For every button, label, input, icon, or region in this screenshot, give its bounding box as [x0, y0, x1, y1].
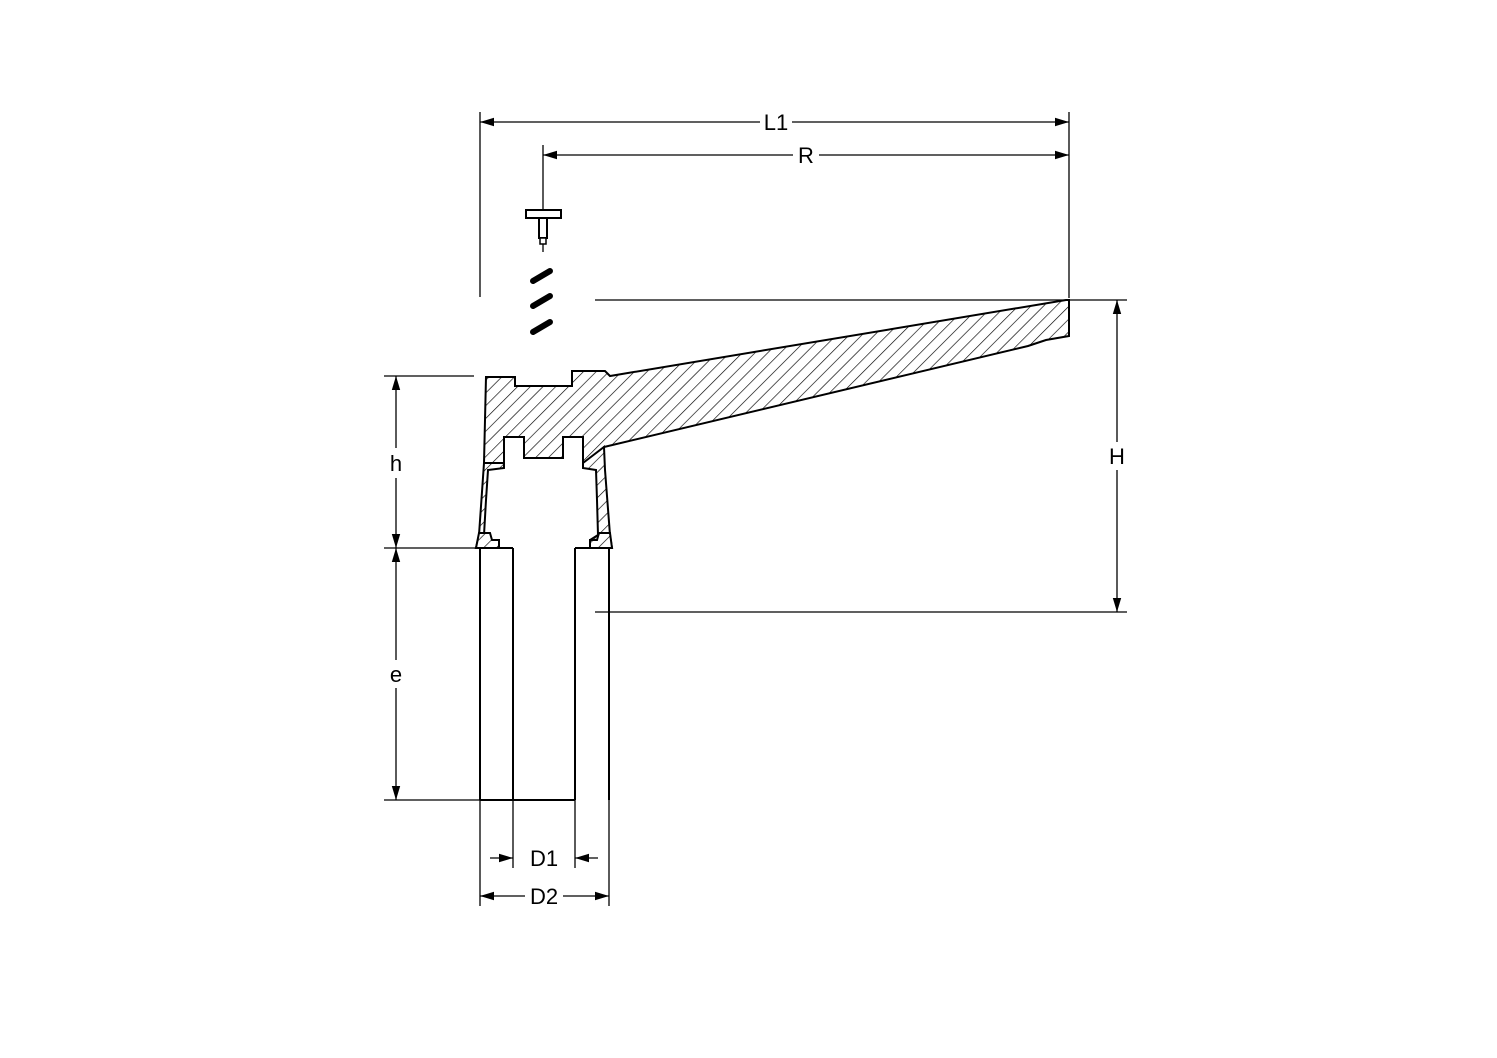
rim-right [589, 532, 614, 549]
lever-arm-section [482, 299, 1070, 464]
spring-icon [530, 268, 553, 335]
dim-label-R: R [798, 143, 814, 168]
dim-label-L1: L1 [764, 110, 788, 135]
index-pin [525, 145, 562, 252]
rim-left [474, 532, 500, 549]
dim-label-e: e [390, 662, 402, 687]
dim-label-h: h [390, 451, 402, 476]
dim-label-H: H [1109, 444, 1125, 469]
dim-label-D1: D1 [530, 846, 558, 871]
dim-label-D2: D2 [530, 884, 558, 909]
